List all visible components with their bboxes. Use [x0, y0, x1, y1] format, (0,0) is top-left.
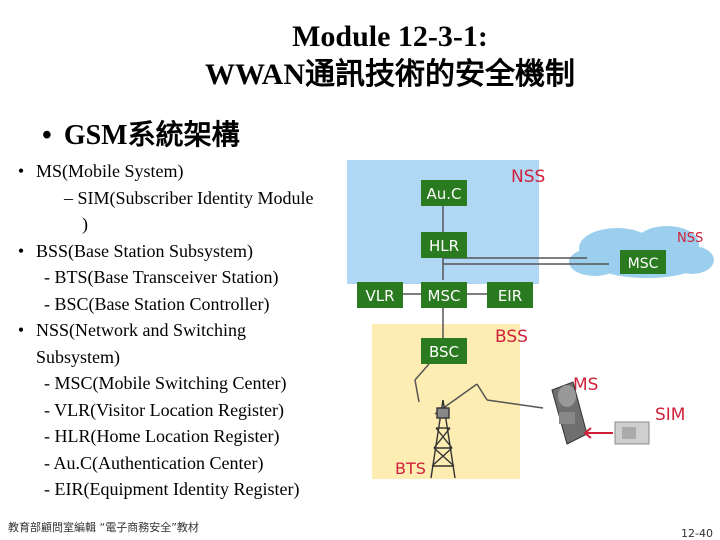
vlr-label: VLR — [365, 287, 394, 305]
list-item: • NSS(Network and Switching — [6, 317, 346, 344]
title-line-1: Module 12-3-1: — [292, 20, 488, 53]
list-item-ms: MS(Mobile System) — [36, 161, 184, 181]
list-item-msc: - MSC(Mobile Switching Center) — [44, 373, 287, 393]
bts-tower-icon — [430, 399, 456, 479]
bts-label: BTS — [395, 459, 426, 478]
page-number: 12-40 — [681, 527, 713, 540]
list-item: - HLR(Home Location Register) — [6, 423, 346, 450]
cloud-msc-label: MSC — [628, 256, 659, 272]
sim-arrow-icon — [583, 427, 613, 439]
bsc-label: BSC — [429, 343, 459, 361]
msc-box: MSC — [421, 282, 467, 308]
list-item-nss: NSS(Network and Switching — [36, 320, 246, 340]
bss-label: BSS — [495, 327, 528, 347]
list-item: – SIM(Subscriber Identity Module — [6, 185, 346, 212]
list-item-auc: - Au.C(Authentication Center) — [44, 452, 264, 473]
sim-card-icon — [614, 421, 650, 445]
list-item: - BSC(Base Station Controller) — [6, 291, 346, 318]
list-item: Subsystem) — [6, 344, 346, 371]
vlr-box: VLR — [357, 282, 403, 308]
hlr-label: HLR — [429, 237, 459, 255]
list-item-sim-end: ) — [82, 214, 88, 234]
list-item-bts: - BTS(Base Transceiver Station) — [44, 267, 279, 287]
auc-box: Au.C — [421, 180, 467, 206]
list-item: - EIR(Equipment Identity Register) — [6, 476, 346, 503]
bullet-icon: • — [17, 161, 25, 181]
ms-label: MS — [573, 375, 598, 395]
bsc-box: BSC — [421, 338, 467, 364]
list-item: - Au.C(Authentication Center) — [6, 450, 346, 477]
bullet-icon: • — [17, 240, 25, 261]
auc-label: Au.C — [426, 185, 461, 203]
bullet-icon: • — [17, 320, 25, 340]
list-item-bss: BSS(Base Station Subsystem) — [36, 240, 254, 261]
mobile-phone-icon — [551, 381, 588, 445]
list-item-vlr: - VLR(Visitor Location Register) — [44, 399, 285, 420]
title-line-2: WWAN通訊技術的安全機制 — [204, 58, 575, 91]
list-item-nss-cont: Subsystem) — [36, 346, 121, 367]
subtitle-text: GSM系統架構 — [63, 120, 240, 151]
footer-source: 教育部顧問室編輯 “電子商務安全”教材 — [8, 521, 199, 534]
eir-box: EIR — [487, 282, 533, 308]
list-item: - VLR(Visitor Location Register) — [6, 397, 346, 424]
list-item: ) — [6, 211, 346, 238]
hlr-box: HLR — [421, 232, 467, 258]
slide-title: Module 12-3-1: WWAN通訊技術的安全機制 — [0, 18, 720, 94]
list-item: - BTS(Base Transceiver Station) — [6, 264, 346, 291]
list-item: • BSS(Base Station Subsystem) — [6, 238, 346, 265]
component-list: • MS(Mobile System) – SIM(Subscriber Iden… — [6, 158, 346, 503]
msc-label: MSC — [428, 287, 461, 305]
nss-cloud-label: NSS — [677, 231, 703, 246]
cloud-msc-box: MSC — [620, 250, 666, 274]
list-item-sim: – SIM(Subscriber Identity Module — [64, 187, 314, 208]
slide-subtitle: • GSM系統架構 — [42, 113, 240, 153]
list-item: • MS(Mobile System) — [6, 158, 346, 185]
list-item-bsc: - BSC(Base Station Controller) — [44, 293, 270, 314]
gsm-architecture-diagram: Au.C HLR VLR MSC EIR MSC BSC NSS NSS BSS… — [347, 158, 717, 484]
nss-label: NSS — [511, 167, 545, 187]
bullet-icon: • — [42, 120, 52, 151]
list-item-hlr: - HLR(Home Location Register) — [44, 426, 280, 446]
list-item: - MSC(Mobile Switching Center) — [6, 370, 346, 397]
sim-label: SIM — [655, 405, 685, 425]
eir-label: EIR — [498, 287, 522, 305]
list-item-eir: - EIR(Equipment Identity Register) — [44, 479, 300, 499]
